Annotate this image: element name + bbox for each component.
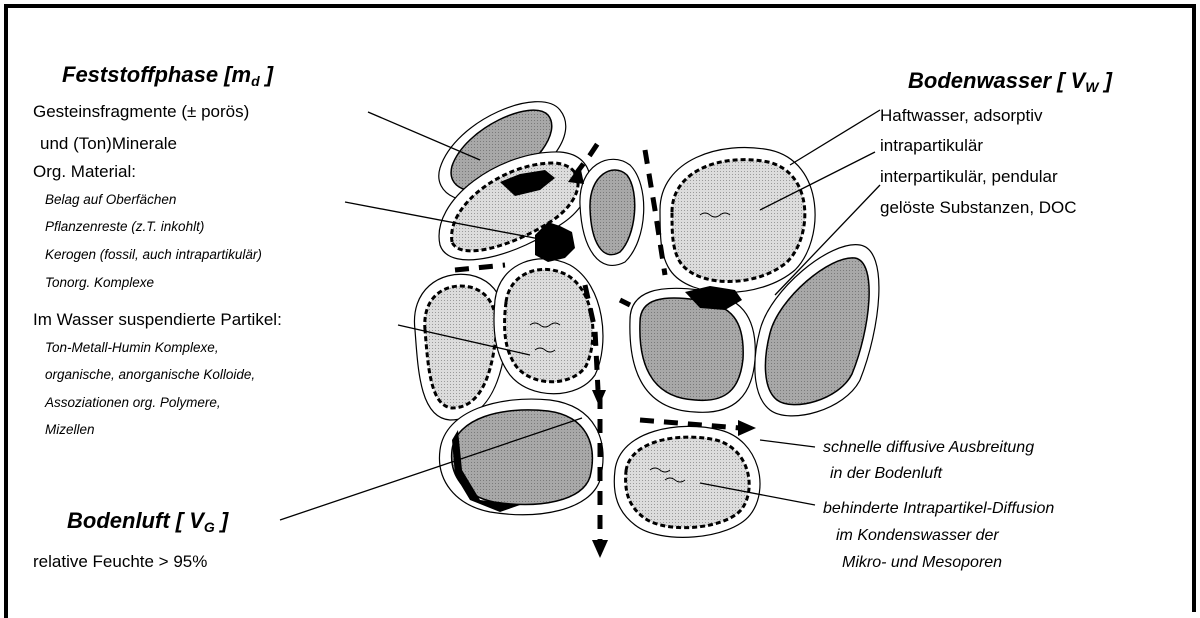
susp-item-clay-metal-humin: Ton-Metall-Humin Komplexe, [45, 341, 219, 355]
leader-schnelle-diffusion [760, 440, 815, 447]
susp-item-polymers: Assoziationen org. Polymere, [45, 396, 221, 410]
solid-phase-title: Feststoffphase [md ] [62, 64, 273, 86]
solid-clay-minerals: und (Ton)Minerale [40, 135, 177, 152]
org-item-kerogen: Kerogen (fossil, auch intrapartikulär) [45, 248, 262, 262]
soil-water-title-text: Bodenwasser [ V [908, 68, 1085, 93]
solid-phase-title-end: ] [260, 62, 273, 87]
arrowhead-down [592, 540, 608, 558]
soil-water-title-sub: W [1085, 79, 1098, 95]
susp-item-colloids: organische, anorganische Kolloide, [45, 368, 255, 382]
arrowhead-right [738, 420, 756, 436]
soil-air-title-text: Bodenluft [ V [67, 508, 204, 533]
grain-bottom-right-water [626, 437, 750, 528]
soil-water-title: Bodenwasser [ VW ] [908, 70, 1112, 92]
org-item-clay-organic: Tonorg. Komplexe [45, 276, 154, 290]
solid-rock-fragments: Gesteinsfragmente (± porös) [33, 103, 249, 120]
org-item-plant-residues: Pflanzenreste (z.T. inkohlt) [45, 220, 204, 234]
water-item-intraparticle: intrapartikulär [880, 137, 983, 154]
soil-water-title-end: ] [1099, 68, 1112, 93]
grain-top-right-water [672, 160, 805, 282]
solid-phase-title-sub: d [251, 73, 260, 89]
org-material-title: Org. Material: [33, 163, 136, 180]
air-path-center-left [620, 300, 630, 305]
soil-air-title: Bodenluft [ VG ] [67, 510, 228, 532]
susp-item-micelles: Mizellen [45, 423, 95, 437]
solid-phase-title-text: Feststoffphase [m [62, 62, 251, 87]
slow-diffusion-line1: behinderte Intrapartikel-Diffusion [823, 501, 1054, 517]
fast-diffusion-line2: in der Bodenluft [830, 466, 942, 482]
water-item-adhesive: Haftwasser, adsorptiv [880, 107, 1043, 124]
water-item-dissolved: gelöste Substanzen, DOC [880, 199, 1077, 216]
air-path-left-top [455, 265, 505, 270]
soil-air-title-sub: G [204, 519, 215, 535]
water-item-interparticle: interpartikulär, pendular [880, 168, 1058, 185]
soil-particles [414, 102, 878, 538]
slow-diffusion-line2: im Kondenswasser der [836, 528, 999, 544]
org-item-surface-coating: Belag auf Oberfächen [45, 193, 176, 207]
soil-air-humidity: relative Feuchte > 95% [33, 553, 207, 570]
arrowhead-mid [592, 390, 606, 406]
soil-air-title-end: ] [215, 508, 228, 533]
suspended-particles-title: Im Wasser suspendierte Partikel: [33, 311, 282, 328]
slow-diffusion-line3: Mikro- und Mesoporen [842, 555, 1002, 571]
fast-diffusion-line1: schnelle diffusive Ausbreitung [823, 440, 1034, 456]
